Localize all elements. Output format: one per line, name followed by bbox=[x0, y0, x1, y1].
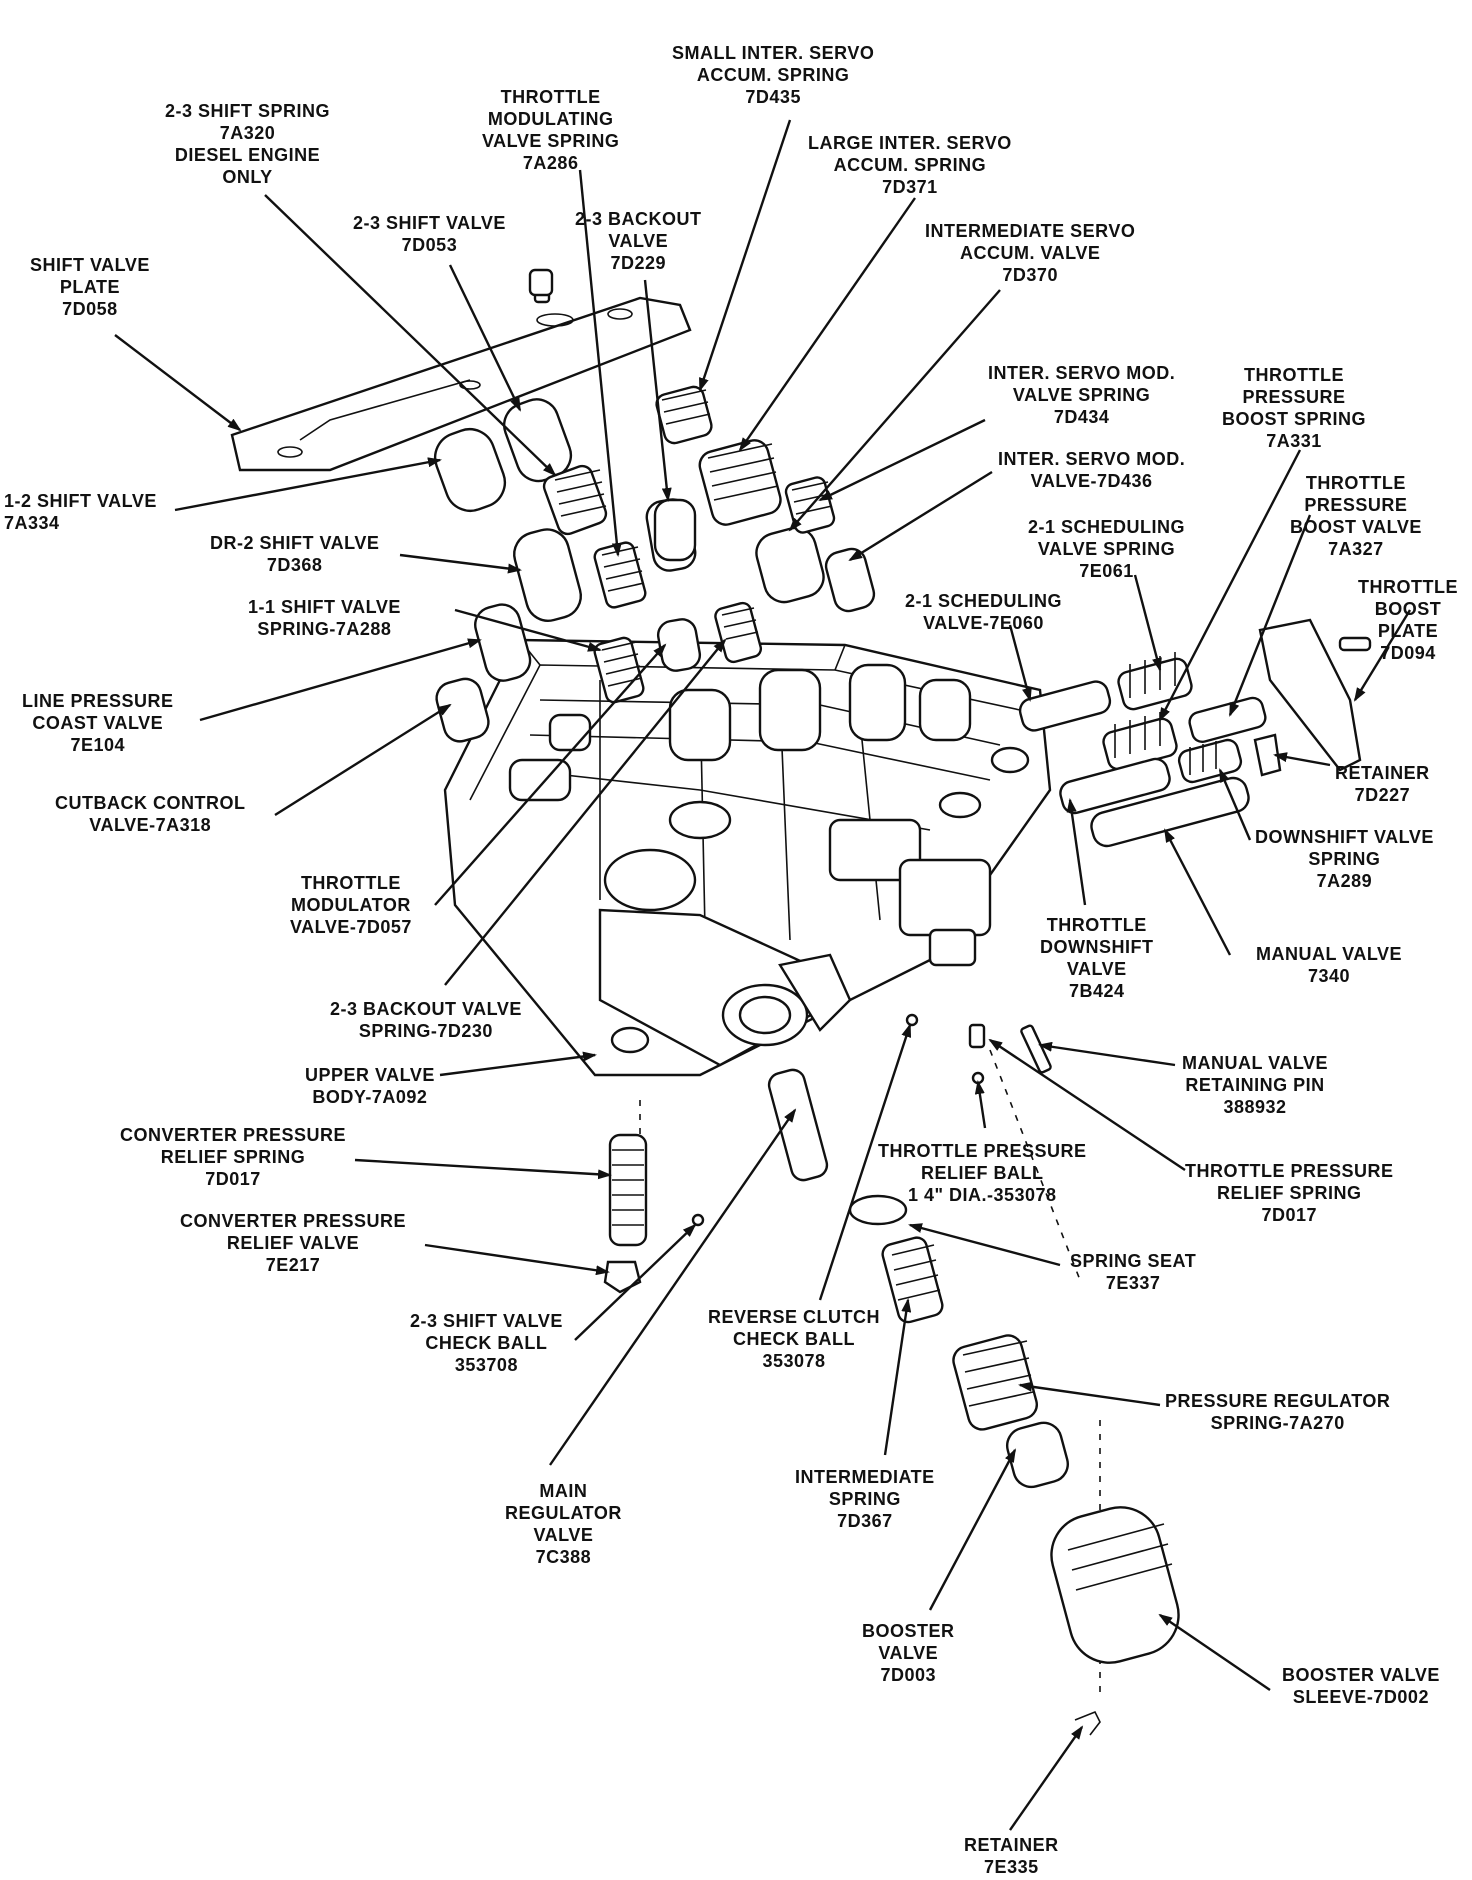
label-intermediate-spring: INTERMEDIATE SPRING 7D367 bbox=[795, 1467, 935, 1531]
label-shift-valve-plate: SHIFT VALVE PLATE 7D058 bbox=[30, 255, 150, 319]
label-2-3-backout-valve-spring: 2-3 BACKOUT VALVE SPRING-7D230 bbox=[330, 999, 522, 1041]
label-large-inter-servo-accum-spring: LARGE INTER. SERVO ACCUM. SPRING 7D371 bbox=[808, 133, 1012, 197]
label-throttle-boost-plate: THROTTLE BOOST PLATE 7D094 bbox=[1358, 577, 1458, 663]
label-2-1-scheduling-valve: 2-1 SCHEDULING VALVE-7E060 bbox=[905, 591, 1063, 633]
label-2-3-backout-valve: 2-3 BACKOUT VALVE 7D229 bbox=[575, 209, 702, 273]
label-downshift-valve-spring: DOWNSHIFT VALVE SPRING 7A289 bbox=[1255, 827, 1434, 891]
label-line-pressure-coast-valve: LINE PRESSURE COAST VALVE 7E104 bbox=[22, 691, 174, 755]
label-dr-2-shift-valve: DR-2 SHIFT VALVE 7D368 bbox=[210, 533, 380, 575]
label-throttle-downshift-valve: THROTTLE DOWNSHIFT VALVE 7B424 bbox=[1040, 915, 1154, 1001]
leader-lines bbox=[114, 119, 1412, 1831]
label-reverse-clutch-check-ball: REVERSE CLUTCH CHECK BALL 353078 bbox=[708, 1307, 881, 1371]
label-2-1-scheduling-valve-spring: 2-1 SCHEDULING VALVE SPRING 7E061 bbox=[1028, 517, 1186, 581]
label-1-2-shift-valve: 1-2 SHIFT VALVE 7A334 bbox=[4, 491, 157, 533]
label-throttle-pressure-boost-spring: THROTTLE PRESSURE BOOST SPRING 7A331 bbox=[1222, 365, 1367, 451]
label-throttle-pressure-relief-spring: THROTTLE PRESSURE RELIEF SPRING 7D017 bbox=[1185, 1161, 1394, 1225]
label-cutback-control-valve: CUTBACK CONTROL VALVE-7A318 bbox=[55, 793, 246, 835]
lower-stack-parts bbox=[603, 1013, 1180, 1736]
label-intermediate-servo-accum-valve: INTERMEDIATE SERVO ACCUM. VALVE 7D370 bbox=[925, 221, 1136, 285]
label-2-3-shift-valve: 2-3 SHIFT VALVE 7D053 bbox=[353, 213, 506, 255]
label-1-1-shift-valve-spring: 1-1 SHIFT VALVE SPRING-7A288 bbox=[248, 597, 401, 639]
label-throttle-pressure-relief-ball: THROTTLE PRESSURE RELIEF BALL 1 4" DIA.-… bbox=[878, 1141, 1087, 1205]
label-manual-valve-retaining-pin: MANUAL VALVE RETAINING PIN 388932 bbox=[1182, 1053, 1329, 1117]
label-booster-valve: BOOSTER VALVE 7D003 bbox=[862, 1621, 955, 1685]
label-2-3-shift-spring: 2-3 SHIFT SPRING 7A320 DIESEL ENGINE ONL… bbox=[165, 101, 331, 187]
label-spring-seat: SPRING SEAT 7E337 bbox=[1070, 1251, 1197, 1293]
label-retainer-7e335: RETAINER 7E335 bbox=[964, 1835, 1059, 1877]
label-main-regulator-valve: MAIN REGULATOR VALVE 7C388 bbox=[505, 1481, 622, 1567]
label-throttle-pressure-boost-valve: THROTTLE PRESSURE BOOST VALVE 7A327 bbox=[1290, 473, 1422, 559]
label-small-inter-servo-accum-spring: SMALL INTER. SERVO ACCUM. SPRING 7D435 bbox=[672, 43, 875, 107]
label-inter-servo-mod-valve-spring: INTER. SERVO MOD. VALVE SPRING 7D434 bbox=[988, 363, 1176, 427]
label-throttle-modulating-valve-spring: THROTTLE MODULATING VALVE SPRING 7A286 bbox=[482, 87, 620, 173]
label-retainer-7d227: RETAINER 7D227 bbox=[1335, 763, 1430, 805]
label-converter-pressure-relief-spring: CONVERTER PRESSURE RELIEF SPRING 7D017 bbox=[120, 1125, 347, 1189]
label-upper-valve-body: UPPER VALVE BODY-7A092 bbox=[305, 1065, 435, 1107]
label-manual-valve: MANUAL VALVE 7340 bbox=[1256, 944, 1403, 986]
label-converter-pressure-relief-valve: CONVERTER PRESSURE RELIEF VALVE 7E217 bbox=[180, 1211, 407, 1275]
label-2-3-shift-valve-check-ball: 2-3 SHIFT VALVE CHECK BALL 353708 bbox=[410, 1311, 563, 1375]
label-booster-valve-sleeve: BOOSTER VALVE SLEEVE-7D002 bbox=[1282, 1665, 1440, 1707]
upper-valve-body-casting bbox=[443, 638, 1052, 1077]
label-pressure-regulator-spring: PRESSURE REGULATOR SPRING-7A270 bbox=[1165, 1391, 1391, 1433]
label-inter-servo-mod-valve: INTER. SERVO MOD. VALVE-7D436 bbox=[998, 449, 1186, 491]
label-throttle-modulator-valve: THROTTLE MODULATOR VALVE-7D057 bbox=[290, 873, 412, 937]
